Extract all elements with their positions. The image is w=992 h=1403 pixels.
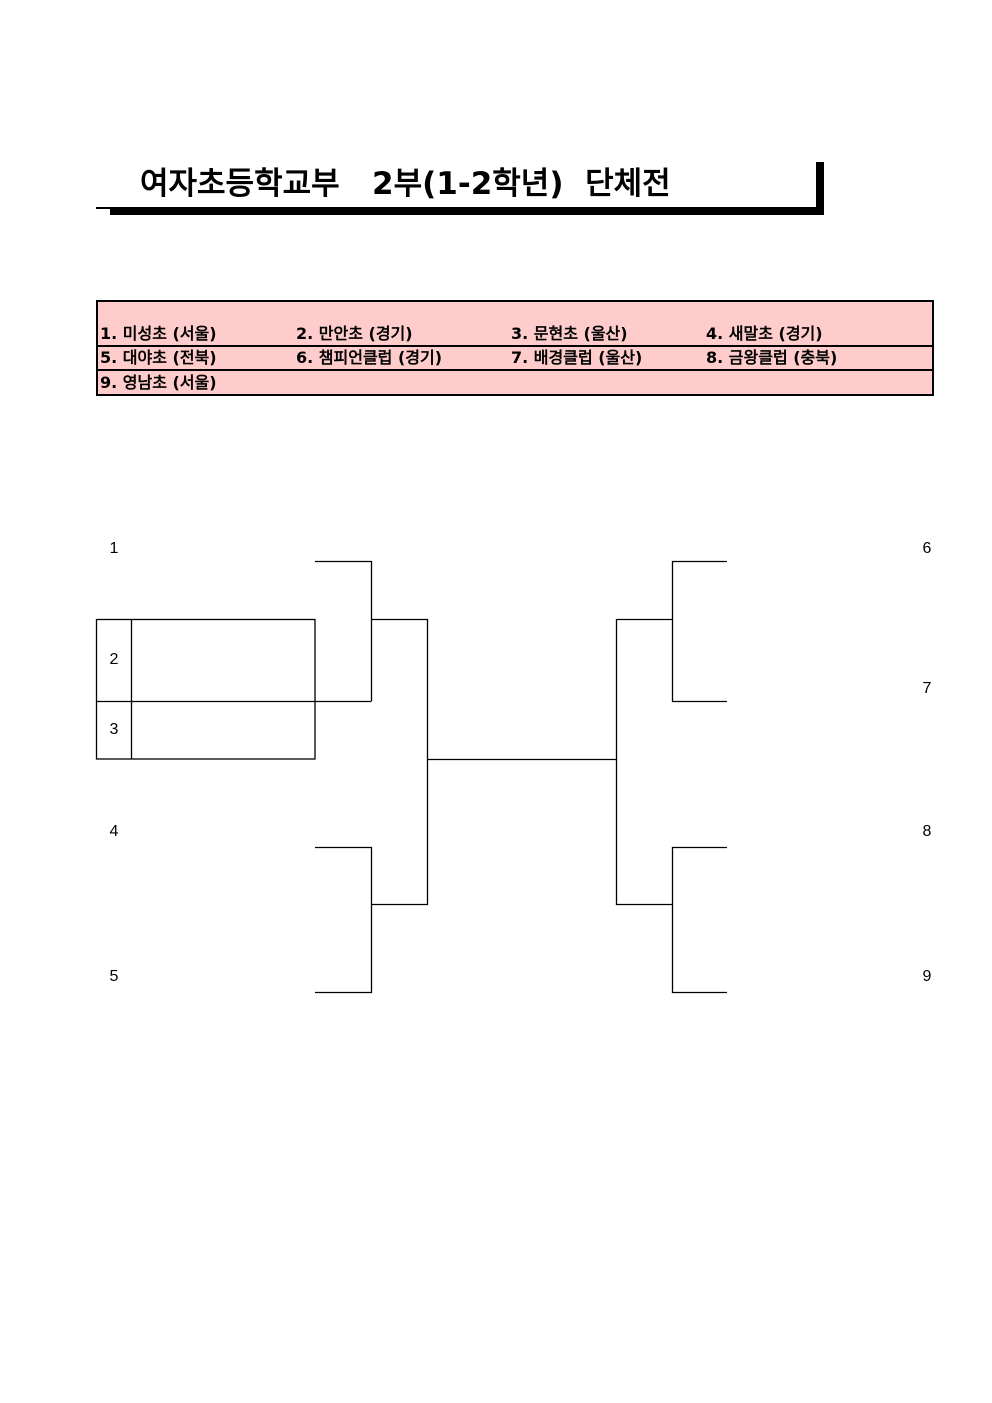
team-row: 1. 미성초 (서울) 2. 만안초 (경기) 3. 문현초 (울산) 4. 새…: [98, 302, 932, 347]
team-entry: 1. 미성초 (서울): [100, 324, 217, 343]
title-underline: [110, 207, 824, 215]
team-row: 9. 영남초 (서울): [98, 371, 932, 394]
team-row: 5. 대야초 (전북) 6. 챔피언클럽 (경기) 7. 배경클럽 (울산) 8…: [98, 347, 932, 371]
seed-label: 6: [922, 540, 932, 557]
team-entry: 8. 금왕클럽 (충북): [706, 348, 838, 367]
seed-label: 9: [922, 968, 932, 985]
seed-label: 4: [109, 823, 119, 840]
page-title: 여자초등학교부 2부(1-2학년) 단체전: [140, 166, 671, 202]
seed-label: 2: [109, 651, 119, 668]
right-bracket: [615, 560, 727, 994]
team-entry: 6. 챔피언클럽 (경기): [296, 348, 443, 367]
title-right-bar: [816, 162, 824, 215]
seed-label: 1: [109, 540, 119, 557]
team-entry: 9. 영남초 (서울): [100, 373, 217, 392]
team-entry: 7. 배경클럽 (울산): [511, 348, 643, 367]
left-bracket: [95, 560, 616, 994]
seed-label: 8: [922, 823, 932, 840]
team-entry: 2. 만안초 (경기): [296, 324, 413, 343]
team-entry: 5. 대야초 (전북): [100, 348, 217, 367]
title-underline-thin: [96, 207, 116, 209]
team-entry: 3. 문현초 (울산): [511, 324, 628, 343]
team-entry: 4. 새말초 (경기): [706, 324, 823, 343]
seed-label: 5: [109, 968, 119, 985]
team-list-table: 1. 미성초 (서울) 2. 만안초 (경기) 3. 문현초 (울산) 4. 새…: [96, 300, 934, 396]
seed-label: 7: [922, 680, 932, 697]
seed-box: [95, 618, 316, 760]
seed-label: 3: [109, 721, 119, 738]
